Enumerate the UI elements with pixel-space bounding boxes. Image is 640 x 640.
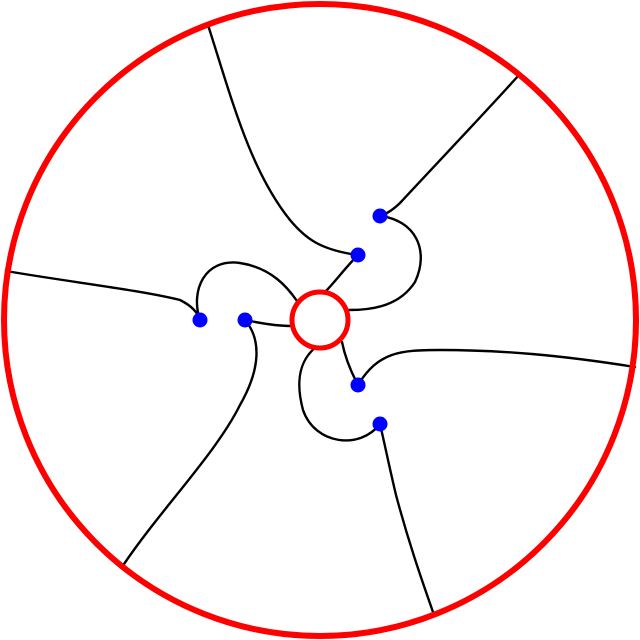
node-n5 — [350, 377, 366, 393]
curve-c3 — [347, 214, 422, 312]
curve-c9 — [356, 348, 637, 387]
curve-c11 — [298, 345, 382, 442]
node-n3 — [192, 312, 208, 328]
node-n6 — [372, 416, 388, 432]
node-n4 — [237, 312, 253, 328]
curve-c6 — [195, 261, 299, 322]
inner-boundary-circle — [289, 289, 351, 351]
curve-c12 — [378, 422, 435, 614]
curve-c8 — [120, 318, 258, 569]
curve-c5 — [4, 269, 202, 322]
curves-layer — [4, 23, 637, 614]
node-n1 — [372, 208, 388, 224]
curve-c1 — [206, 23, 360, 257]
nodes-layer — [192, 208, 388, 432]
node-n2 — [350, 247, 366, 263]
curve-c2 — [378, 73, 521, 218]
